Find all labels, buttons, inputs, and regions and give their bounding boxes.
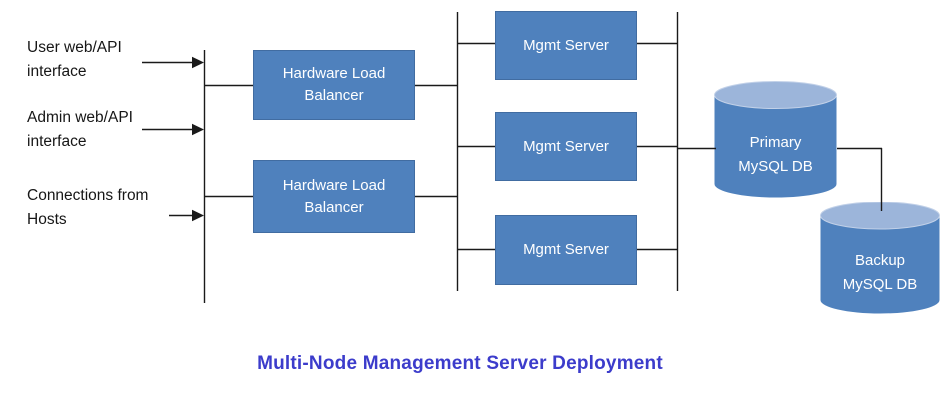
node-mgmt-server-1: Mgmt Server [495, 11, 637, 80]
node-label: Mgmt Server [523, 241, 609, 258]
cylinder-primary-mysql-db-icon [714, 81, 837, 198]
node-label: Hardware Load Balancer [282, 65, 386, 104]
label-backup-mysql-db: Backup MySQL DB [820, 249, 940, 297]
arrow-admin-web-api-head-icon [192, 123, 204, 136]
arrow-host-connections-head-icon [192, 209, 204, 222]
db-label-line: Primary [749, 134, 802, 151]
db-label-line: MySQL DB [842, 276, 918, 293]
cylinder-backup-mysql-db-icon [820, 202, 940, 314]
label-line: Hosts [27, 211, 67, 228]
diagram-title: Multi-Node Management Server Deployment [257, 353, 663, 374]
label-line: interface [27, 133, 87, 150]
label-line: interface [27, 63, 87, 80]
node-label: Mgmt Server [523, 36, 609, 54]
label-admin-web-api-interface: Admin web/API interface [27, 106, 133, 154]
label-line: User web/API [27, 39, 122, 56]
node-label: Hardware Load Balancer [282, 176, 386, 216]
label-line: Connections from [27, 187, 149, 204]
label-line: Admin web/API [27, 109, 133, 126]
db-label-line: MySQL DB [738, 158, 813, 175]
node-hardware-load-balancer-2: Hardware Load Balancer [253, 160, 415, 233]
node-hardware-load-balancer-1: Hardware Load Balancer [253, 50, 415, 120]
db-label-line: Backup [854, 252, 906, 269]
label-primary-mysql-db: Primary MySQL DB [714, 131, 837, 179]
label-connections-from-hosts: Connections from Hosts [27, 184, 148, 232]
arrow-user-web-api-head-icon [192, 56, 204, 69]
node-mgmt-server-2: Mgmt Server [495, 112, 637, 181]
node-mgmt-server-3: Mgmt Server [495, 215, 637, 285]
node-label: Mgmt Server [523, 137, 609, 155]
label-user-web-api-interface: User web/API interface [27, 36, 122, 84]
